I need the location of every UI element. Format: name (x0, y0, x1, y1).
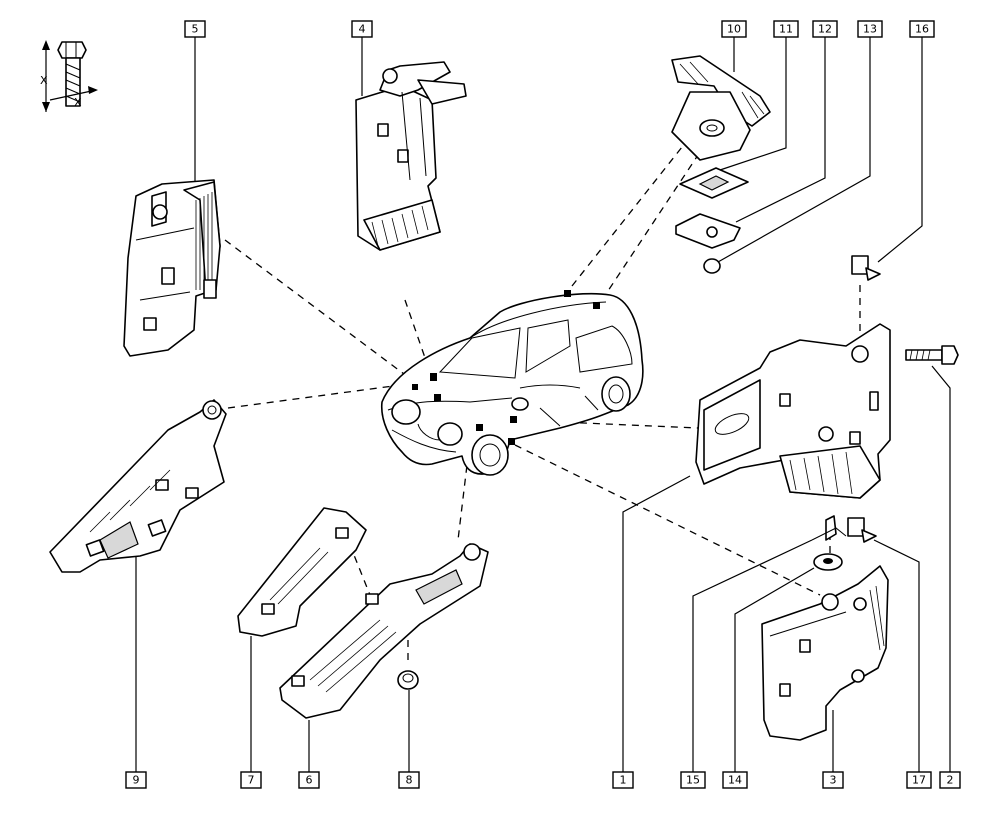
svg-text:9: 9 (133, 774, 140, 787)
callout-10: 10 (721, 20, 747, 38)
svg-text:8: 8 (406, 774, 413, 787)
svg-text:1: 1 (620, 774, 627, 787)
svg-text:16: 16 (915, 23, 929, 36)
part-7-plate (237, 507, 367, 637)
callout-12: 12 (812, 20, 838, 38)
svg-text:2: 2 (947, 774, 954, 787)
callout-1: 1 (612, 771, 634, 789)
part-2-bolt (905, 345, 959, 365)
svg-text:17: 17 (912, 774, 926, 787)
part-5-hinge-bracket (123, 179, 221, 357)
svg-text:4: 4 (359, 23, 366, 36)
callout-16: 16 (909, 20, 935, 38)
part-15-bolt (811, 515, 847, 541)
axis-label-x-horizontal: X (74, 96, 82, 109)
callout-11: 11 (773, 20, 799, 38)
part-13-nut (703, 258, 721, 274)
callout-4: 4 (351, 20, 373, 38)
svg-text:6: 6 (306, 774, 313, 787)
svg-text:11: 11 (779, 23, 793, 36)
part-10-hinge-top-right (671, 55, 771, 161)
callout-2: 2 (939, 771, 961, 789)
callout-17: 17 (906, 771, 932, 789)
leader-lines (135, 37, 951, 772)
part-1-hinge-bracket (695, 323, 891, 499)
callout-3: 3 (822, 771, 844, 789)
part-14-washer (813, 553, 843, 571)
part-9-hinge-arm (49, 399, 227, 573)
svg-text:13: 13 (863, 23, 877, 36)
part-6-hinge (279, 543, 489, 719)
part-16-clip-nut (851, 255, 881, 281)
svg-text:12: 12 (818, 23, 832, 36)
part-11-shim (679, 167, 749, 199)
callout-5: 5 (184, 20, 206, 38)
callout-13: 13 (857, 20, 883, 38)
part-3-hinge (761, 565, 889, 741)
part-8-nut (397, 670, 419, 690)
callout-8: 8 (398, 771, 420, 789)
callout-9: 9 (125, 771, 147, 789)
svg-text:7: 7 (248, 774, 255, 787)
svg-text:5: 5 (192, 23, 199, 36)
callout-14: 14 (722, 771, 748, 789)
svg-text:3: 3 (830, 774, 837, 787)
callout-7: 7 (240, 771, 262, 789)
part-4-hinge (355, 61, 467, 251)
svg-text:14: 14 (728, 774, 742, 787)
axis-label-x-vertical: X (40, 74, 48, 87)
part-17-clip-nut (847, 517, 877, 543)
callout-6: 6 (298, 771, 320, 789)
torque-symbol: X X (40, 40, 98, 112)
svg-text:10: 10 (727, 23, 741, 36)
svg-text:15: 15 (686, 774, 700, 787)
car-illustration (380, 290, 644, 476)
part-12-spacer (675, 213, 741, 249)
callout-15: 15 (680, 771, 706, 789)
